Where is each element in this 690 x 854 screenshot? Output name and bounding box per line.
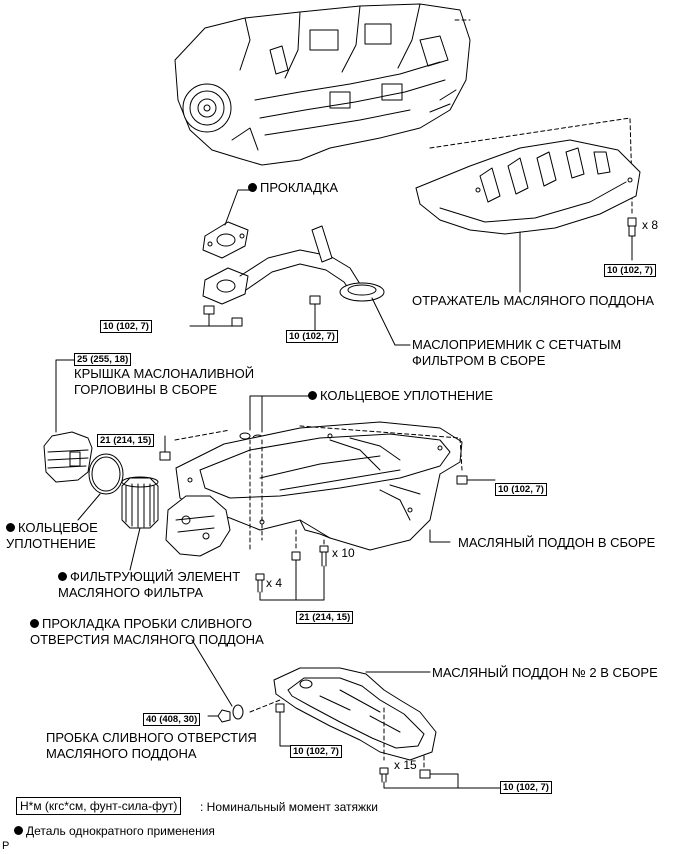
label-oil-deflector: ОТРАЖАТЕЛЬ МАСЛЯНОГО ПОДДОНА — [412, 293, 655, 308]
label-drain-plug: ПРОБКА СЛИВНОГО ОТВЕРСТИЯ МАСЛЯНОГО ПОДД… — [46, 730, 257, 761]
label-o-ring-left-text: КОЛЬЦЕВОЕ УПЛОТНЕНИЕ — [6, 520, 98, 551]
legend-torque-desc: : Номинальный момент затяжки — [200, 800, 378, 814]
strainer-bolts — [189, 295, 321, 331]
label-o-ring-top-text: КОЛЬЦЕВОЕ УПЛОТНЕНИЕ — [320, 388, 494, 403]
nonreusable-dot-icon — [248, 183, 257, 192]
nonreusable-dot-icon — [58, 572, 67, 581]
torque-pan2-left: 10 (102, 7) — [290, 745, 342, 758]
label-oil-pan-2: МАСЛЯНЫЙ ПОДДОН № 2 В СБОРЕ — [432, 665, 658, 680]
oil-pan-part — [165, 421, 463, 557]
nonreusable-dot-icon — [308, 391, 317, 400]
o-ring-left-part — [77, 453, 124, 521]
torque-deflector: 10 (102, 7) — [604, 264, 656, 277]
oil-filter-element-part — [121, 476, 159, 571]
oil-pan-bolts — [159, 435, 496, 601]
oil-pan-2-part — [273, 667, 437, 761]
torque-gasket-bolts: 10 (102, 7) — [100, 320, 152, 333]
legend-nonreusable: Деталь однократного применения — [14, 823, 215, 839]
nonreusable-dot-icon — [6, 523, 15, 532]
drain-plug-parts — [191, 639, 244, 723]
torque-pan2-right: 10 (102, 7) — [500, 781, 552, 794]
label-filler-cap: КРЫШКА МАСЛОНАЛИВНОЙ ГОРЛОВИНЫ В СБОРЕ — [74, 366, 255, 397]
multiplier-x15: x 15 — [394, 758, 417, 772]
engine-block — [174, 3, 471, 166]
torque-filler: 25 (255, 18) — [74, 353, 132, 366]
nonreusable-dot-icon — [30, 619, 39, 628]
label-oil-strainer: МАСЛОПРИЕМНИК С СЕТЧАТЫМ ФИЛЬТРОМ В СБОР… — [412, 337, 622, 368]
oil-pan-2-bolts — [275, 703, 501, 789]
oil-deflector-part — [415, 139, 641, 235]
nonreusable-dot-icon — [14, 826, 23, 835]
deflector-bolt — [627, 217, 637, 261]
torque-strainer: 10 (102, 7) — [286, 330, 338, 343]
label-gasket-text: ПРОКЛАДКА — [260, 180, 339, 195]
oil-pan-alignment — [174, 425, 463, 551]
corner-mark: P — [2, 840, 10, 852]
label-o-ring-left: КОЛЬЦЕВОЕ УПЛОТНЕНИЕ — [6, 520, 98, 552]
legend-nonreusable-text: Деталь однократного применения — [26, 824, 215, 838]
multiplier-x10: x 10 — [332, 546, 355, 560]
legend-torque-box: Н*м (кгс*см, фунт-сила-фут) — [16, 797, 182, 815]
filler-cap-part — [43, 359, 93, 483]
torque-pan-bottom: 21 (214, 15) — [296, 611, 354, 624]
multiplier-x4: x 4 — [266, 576, 283, 590]
label-filter-element: ФИЛЬТРУЮЩИЙ ЭЛЕМЕНТ МАСЛЯНОГО ФИЛЬТРА — [58, 569, 240, 601]
torque-pan-right: 10 (102, 7) — [495, 483, 547, 496]
torque-drain: 40 (408, 30) — [143, 713, 201, 726]
label-o-ring-top: КОЛЬЦЕВОЕ УПЛОТНЕНИЕ — [308, 388, 493, 404]
multiplier-x8: x 8 — [642, 218, 659, 232]
label-filter-element-text: ФИЛЬТРУЮЩИЙ ЭЛЕМЕНТ МАСЛЯНОГО ФИЛЬТРА — [58, 569, 241, 600]
oil-pan-2-alignment — [249, 699, 425, 771]
pipe-gasket-part — [202, 189, 256, 259]
label-oil-pan: МАСЛЯНЫЙ ПОДДОН В СБОРЕ — [458, 535, 656, 550]
label-drain-gasket: ПРОКЛАДКА ПРОБКИ СЛИВНОГО ОТВЕРСТИЯ МАСЛ… — [30, 616, 264, 648]
oil-pan-leader — [429, 529, 451, 543]
label-drain-gasket-text: ПРОКЛАДКА ПРОБКИ СЛИВНОГО ОТВЕРСТИЯ МАСЛ… — [30, 616, 264, 647]
label-gasket: ПРОКЛАДКА — [248, 180, 338, 196]
oil-strainer-part — [202, 225, 411, 346]
torque-pan-left: 21 (214, 15) — [97, 434, 155, 447]
